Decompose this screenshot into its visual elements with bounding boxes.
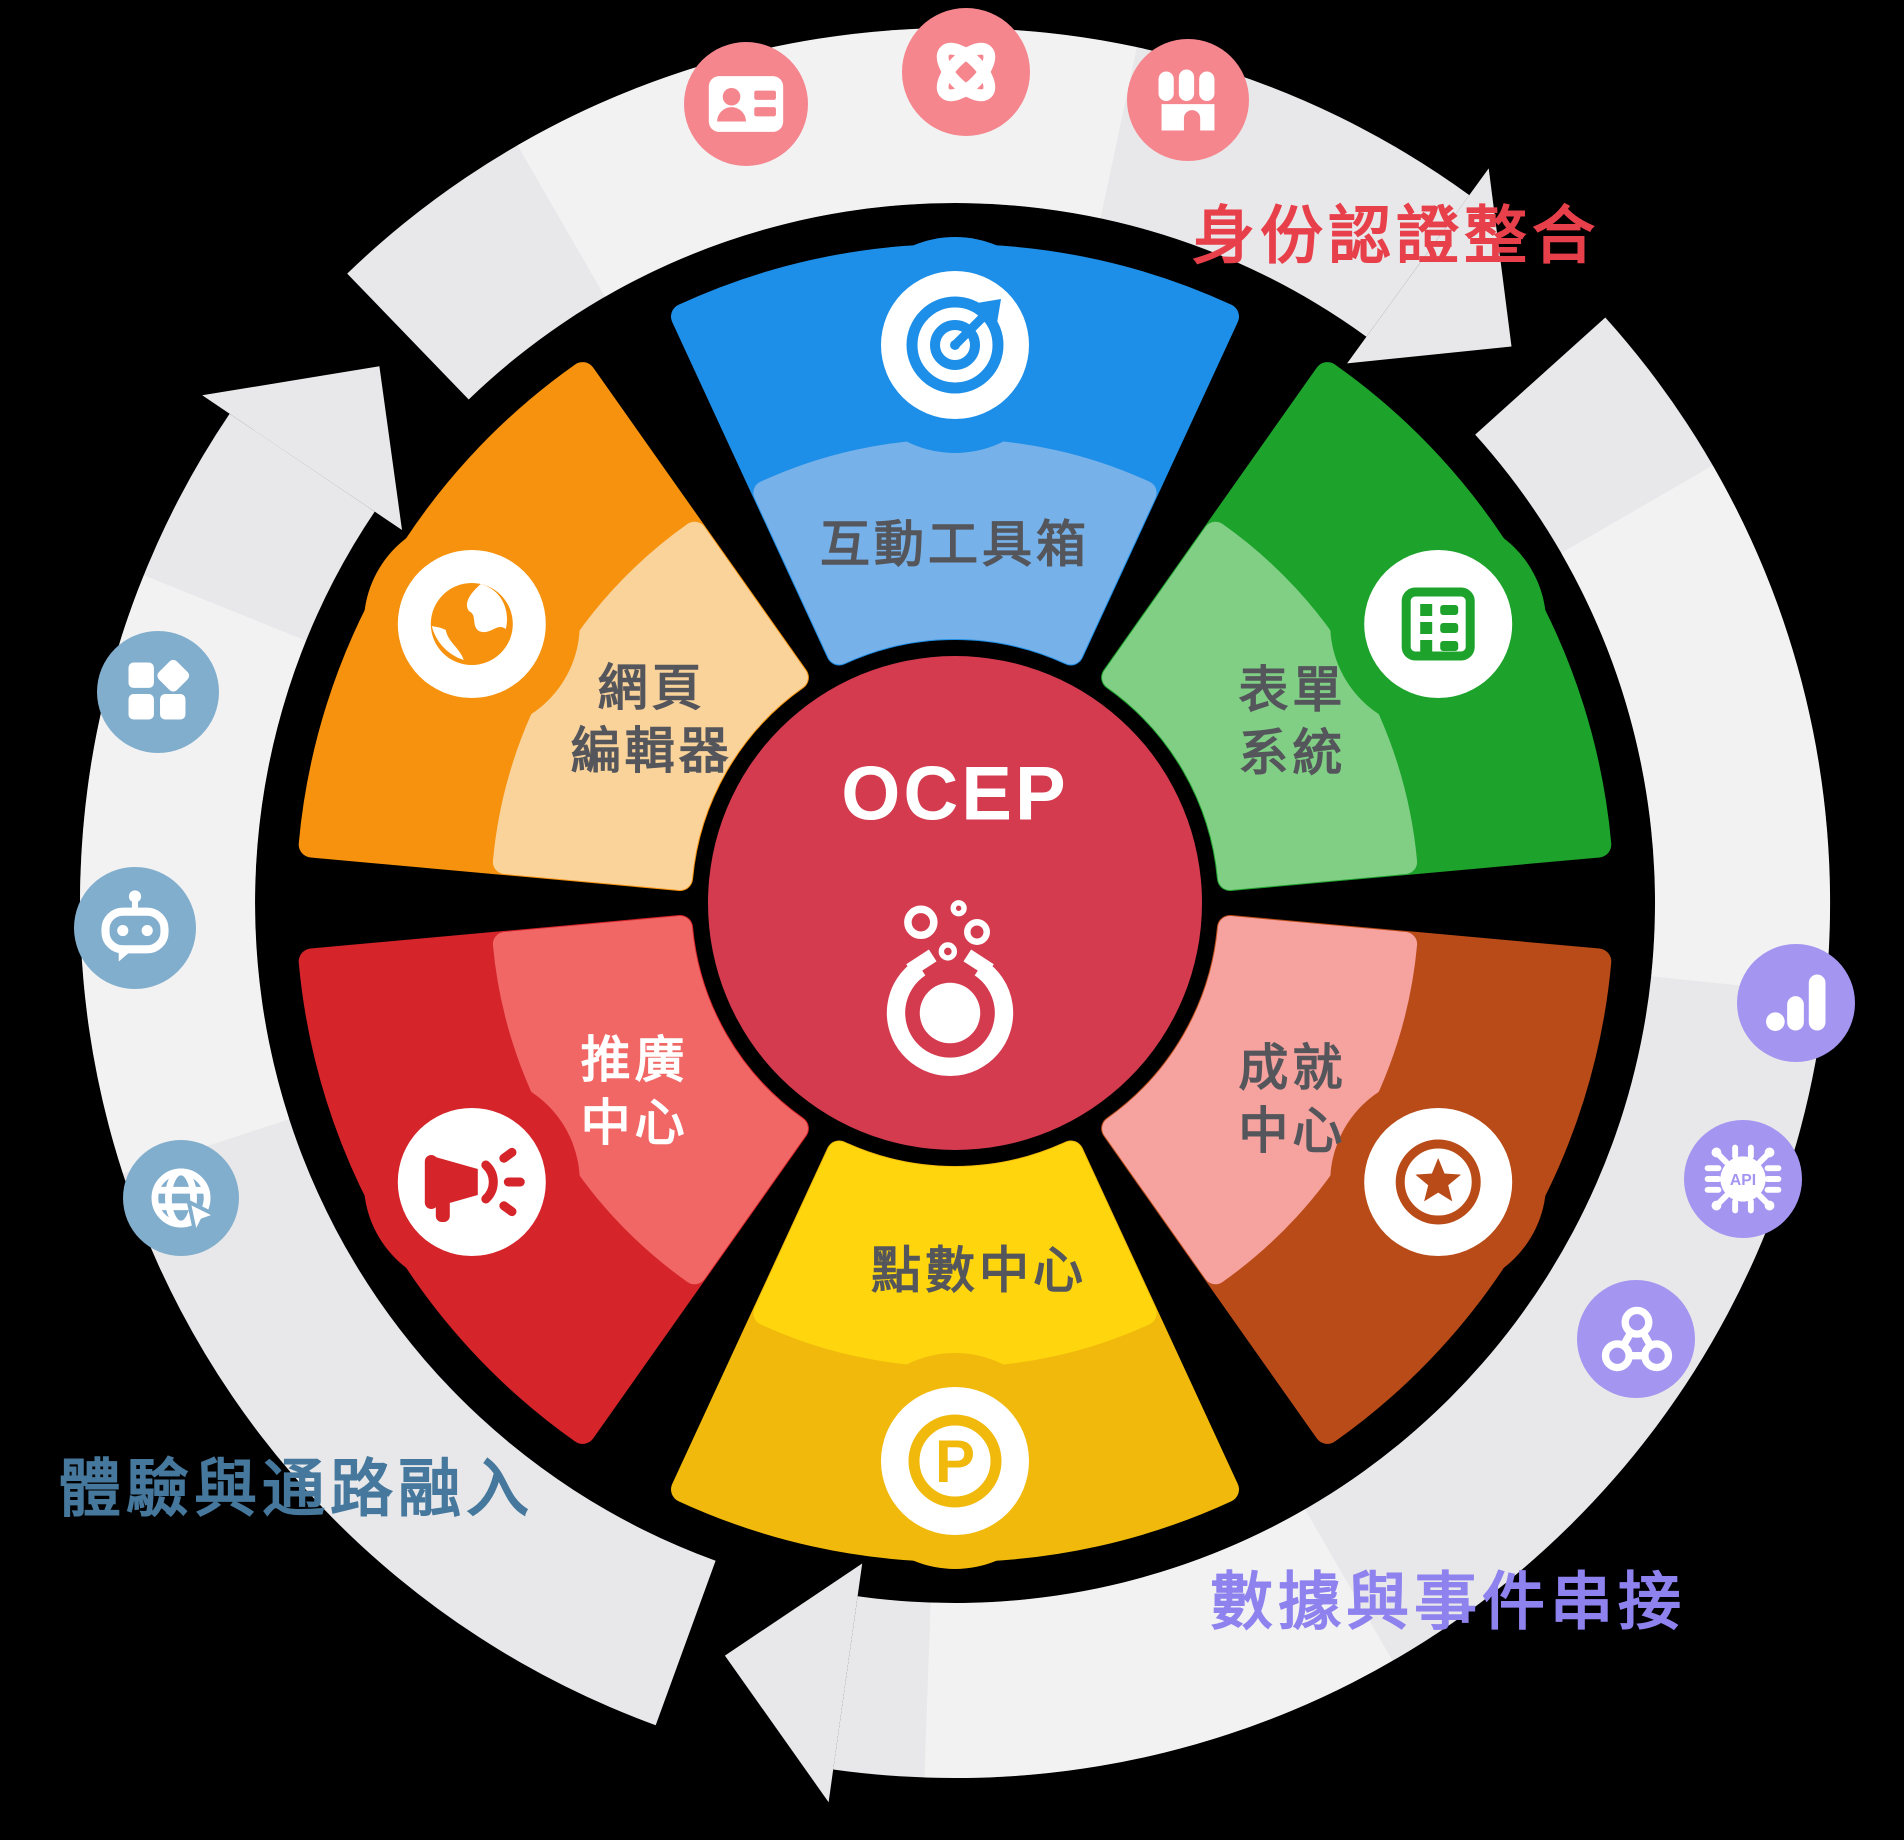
outer-label-data-events: 數據與事件串接 — [1210, 1567, 1686, 1638]
segment-label-interactive-toolbox: 互動工具箱 — [820, 516, 1090, 573]
globe-icon — [430, 583, 513, 665]
website-cursor-icon — [123, 1140, 239, 1256]
segment-inner-area — [492, 916, 808, 1285]
webhook-icon-circle — [1577, 1280, 1695, 1398]
icon-badge — [881, 1387, 1029, 1535]
chatbot-icon-circle — [74, 867, 196, 989]
webhook-icon — [1577, 1280, 1695, 1398]
segment-label-promotion-center: 推廣中心 — [580, 1032, 689, 1151]
app-grid-icon — [97, 631, 219, 753]
segment-inner-area — [1102, 916, 1418, 1285]
storefront-icon — [1127, 39, 1249, 161]
app-grid-icon-circle — [97, 631, 219, 753]
megaphone-icon — [424, 1147, 525, 1222]
segment-inner-area — [753, 1141, 1157, 1367]
outer-label-identity-auth: 身份認證整合 — [1192, 201, 1600, 272]
points-p-icon: P — [908, 1414, 1002, 1508]
ring-arrowhead-icon — [202, 366, 402, 530]
segment-inner-area — [1102, 521, 1418, 890]
segment-promotion-center — [298, 915, 809, 1444]
api-chip-icon: API — [1684, 1120, 1802, 1238]
ring-arrowhead-icon — [1347, 168, 1512, 364]
ring-arrowhead-icon — [724, 1563, 863, 1803]
ring-arc — [80, 413, 716, 1726]
icon-badge — [1364, 550, 1513, 698]
magnet-engagement-icon — [886, 900, 1014, 1077]
star-badge-icon — [1395, 1139, 1481, 1225]
chain-link-icon — [902, 8, 1030, 136]
analytics-bars-icon — [1737, 944, 1855, 1062]
center-platform-title: OCEP — [841, 751, 1069, 837]
segment-achievement-center — [1101, 915, 1612, 1444]
website-cursor-icon-circle — [123, 1140, 239, 1256]
segment-label-points-center: 點數中心 — [871, 1242, 1087, 1299]
segment-form-system — [1101, 362, 1612, 891]
segment-label-web-editor: 網頁編輯器 — [570, 660, 733, 779]
segment-inner-area — [753, 439, 1157, 665]
chain-link-icon-circle — [902, 8, 1030, 136]
svg-text:API: API — [1730, 1172, 1756, 1189]
segment-interactive-toolbox — [671, 237, 1239, 666]
form-icon — [1401, 587, 1475, 661]
id-card-icon — [684, 42, 808, 166]
segment-web-editor — [298, 362, 809, 891]
segment-label-achievement-center: 成就中心 — [1238, 1040, 1347, 1159]
outer-label-experience-channel: 體驗與通路融入 — [58, 1454, 534, 1525]
segment-label-form-system: 表單系統 — [1238, 662, 1347, 781]
segment-points-center: P — [671, 1140, 1239, 1569]
segment-inner-area — [492, 521, 808, 890]
ring-highlight — [1561, 465, 1831, 995]
ring-arc — [833, 317, 1831, 1779]
ring-highlight — [924, 1509, 1393, 1779]
svg-text:P: P — [935, 1428, 975, 1495]
target-icon — [906, 296, 1004, 394]
chatbot-icon — [74, 867, 196, 989]
